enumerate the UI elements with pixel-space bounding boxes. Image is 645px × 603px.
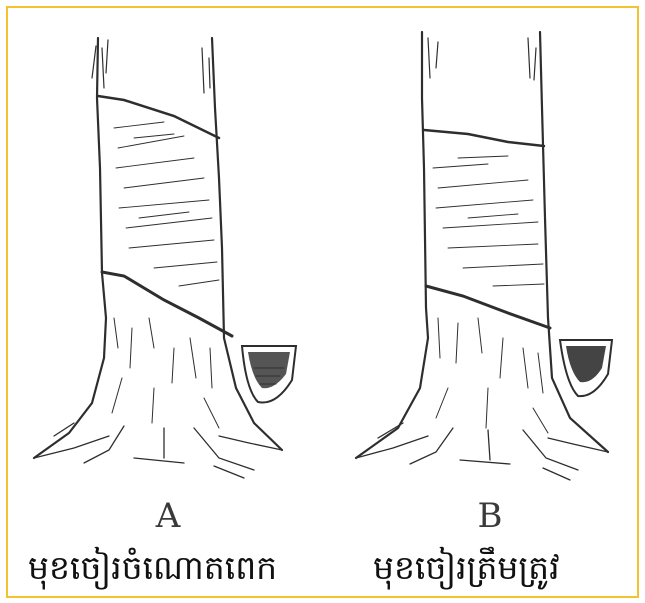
tree-trunk-icon: [14, 18, 314, 488]
latex-cup-icon: [560, 340, 612, 396]
tree-trunk-icon: [338, 18, 638, 488]
panel-a-caption: មុខចៀរចំណោតពេក: [28, 548, 277, 596]
panel-a-letter: A: [126, 496, 206, 536]
panel-b-caption: មុខចៀរត្រឹមត្រូវ: [373, 548, 560, 596]
panel-b-letter: B: [448, 496, 528, 536]
latex-cup-icon: [242, 346, 296, 403]
panel-a-steep-cut: [14, 18, 314, 488]
panel-b-correct-cut: [338, 18, 638, 488]
figure-frame: A B មុខចៀរចំណោតពេក មុខចៀរត្រឹមត្រូវ: [6, 6, 639, 598]
